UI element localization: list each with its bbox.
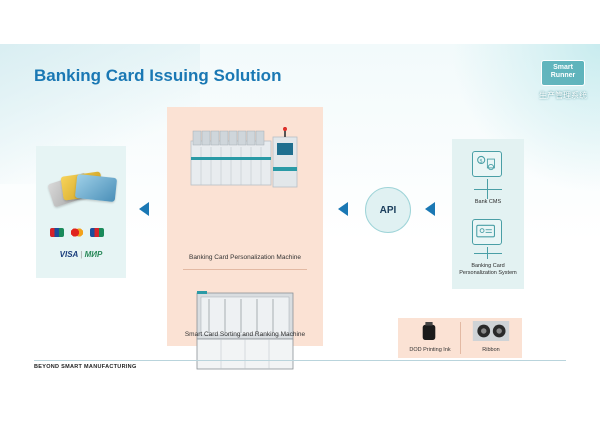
footer-tagline: BEYOND SMART MANUFACTURING [34,364,137,370]
payment-logos [50,228,104,237]
svg-text:$: $ [479,159,482,165]
bank-cards-panel: VISA | МИР [36,146,126,278]
sorting-machine-image [196,291,294,370]
footer-divider [34,360,566,361]
bank-cms-icon: $ [472,151,502,177]
machines-panel: Banking Card Personalization Machine Sma… [167,107,323,370]
personalization-machine-label: Banking Card Personalization Machine [188,254,301,261]
ribbon-label: Ribbon [482,347,500,353]
systems-panel: $ Bank CMS Banking Card Personalization … [452,139,524,289]
logo-line1: Smart [553,64,573,71]
ribbon-image [472,321,510,341]
connector-line [474,253,502,254]
dod-ink-label: DOD Printing Ink [409,347,451,353]
panel-divider [183,269,307,270]
logo-subtitle: 生产管理系统 [539,91,587,100]
bank-cms-label: Bank CMS [474,199,502,205]
slide-title: Banking Card Issuing Solution [34,66,282,85]
ink-cartridge-image [422,322,436,340]
sorting-machine-label: Smart Card Sorting and Ranking Machine [184,331,306,338]
logo-line2: Runner [550,72,576,79]
jcb-logo-icon [90,228,104,237]
connector-line [474,189,502,190]
mir-logo: МИР [84,250,103,259]
consumables-divider [460,322,461,354]
arrow-left-icon [338,202,348,216]
bank-card-icon [74,173,118,203]
visa-logo: VISA [59,250,79,259]
card-brands: VISA | МИР [59,250,103,259]
slide: Banking Card Issuing Solution Smart Runn… [0,44,600,372]
personalization-system-label: Banking Card Personalization System [459,263,517,276]
personalization-system-icon [472,219,502,245]
arrow-left-icon [139,202,149,216]
personalization-machine-image [190,127,298,188]
unionpay-logo-icon [50,228,64,237]
api-badge: API [365,187,411,233]
smart-runner-logo: Smart Runner 生产管理系统 [531,60,595,110]
arrow-left-icon [425,202,435,216]
logo-monitor-icon: Smart Runner [541,60,585,86]
consumables-panel: DOD Printing Ink Ribbon [398,318,522,358]
mastercard-logo-icon [70,228,84,237]
